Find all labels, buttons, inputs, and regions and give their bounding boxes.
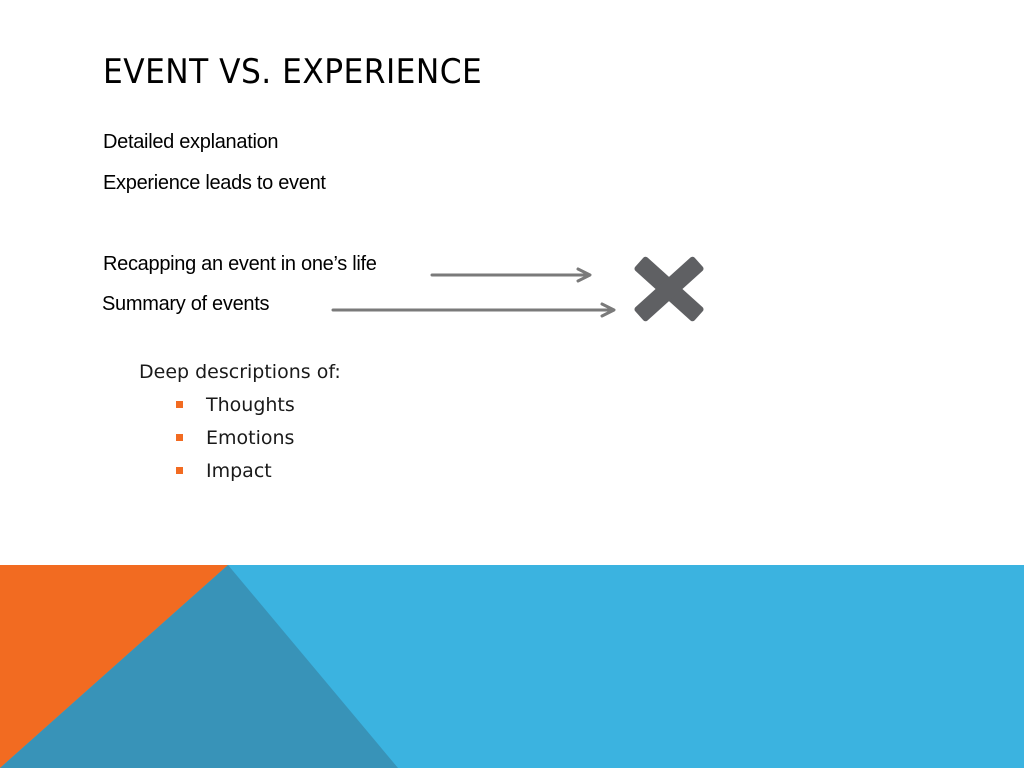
line-recapping-event: Recapping an event in one’s life	[103, 253, 377, 275]
bullet-item-thoughts: Thoughts	[206, 394, 295, 416]
right-arrow-icon	[430, 267, 592, 283]
slide-title: Event vs. Experience	[103, 52, 483, 92]
line-summary-of-events: Summary of events	[102, 293, 270, 315]
bullet-item-emotions: Emotions	[206, 427, 295, 449]
line-detailed-explanation: Detailed explanation	[103, 131, 279, 153]
right-arrow-icon	[331, 302, 616, 318]
bullet-marker	[176, 467, 183, 474]
bullet-item-impact: Impact	[206, 460, 272, 482]
x-mark-icon	[634, 256, 704, 322]
footer-teal-triangle	[0, 565, 398, 768]
footer-decoration	[0, 565, 1024, 768]
sub-heading-deep-descriptions: Deep descriptions of:	[139, 361, 341, 383]
line-experience-leads: Experience leads to event	[103, 172, 326, 194]
bullet-marker	[176, 434, 183, 441]
bullet-marker	[176, 401, 183, 408]
